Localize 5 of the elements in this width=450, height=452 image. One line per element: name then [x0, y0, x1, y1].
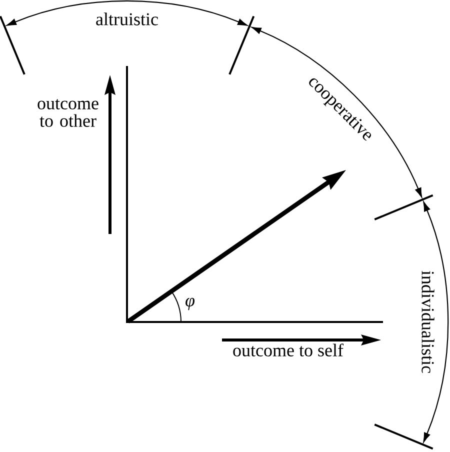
angle-label: φ: [186, 298, 194, 310]
axis-label: outcome to self: [233, 344, 344, 356]
axis-label: outcome to other: [38, 99, 98, 127]
segment-label: individualistic: [422, 270, 434, 373]
segment-label: altruistic: [96, 12, 158, 26]
